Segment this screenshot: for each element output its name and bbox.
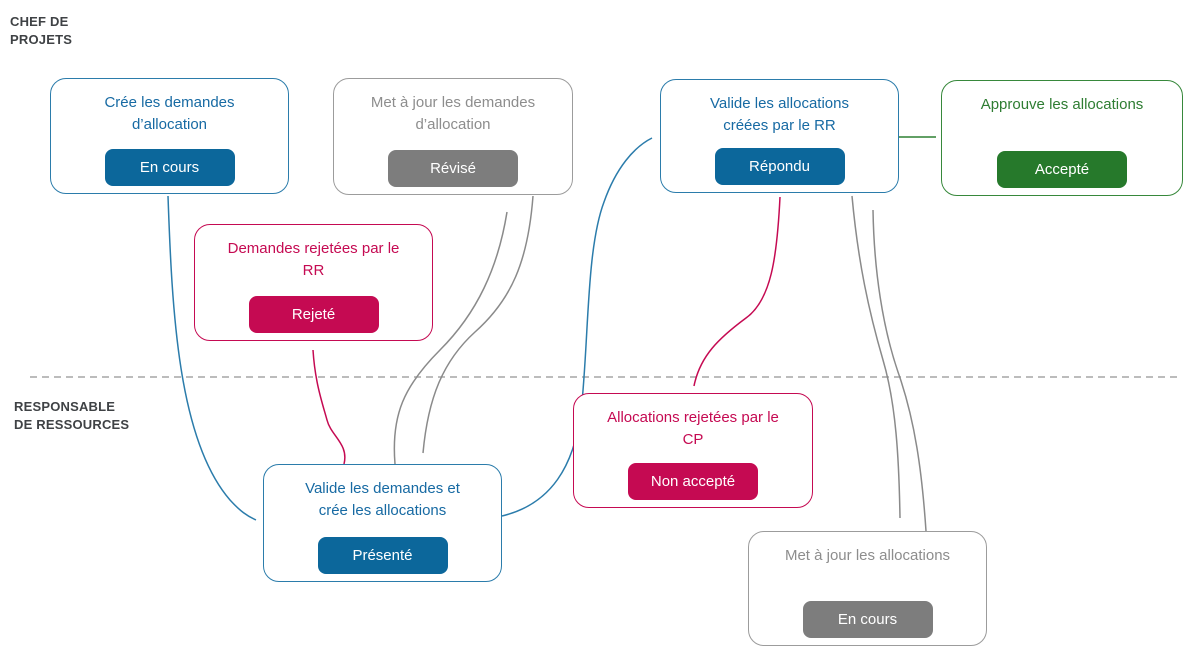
node-maj-allocations: Met à jour les allocations En cours (748, 531, 987, 646)
lane-label-chef-de-projets: CHEF DE PROJETS (10, 14, 73, 47)
node-demandes-rejetees: Demandes rejetées par le RR Rejeté (194, 224, 433, 341)
lane-label-responsable-de-ressources: RESPONSABLE DE RESSOURCES (14, 399, 130, 432)
connector-valide-allocations-to-maj-allocations (851, 195, 901, 519)
node-title: Valide les allocations créées par le RR (710, 95, 849, 134)
node-approuve-les-allocations: Approuve les allocations Accepté (941, 80, 1183, 196)
status-badge-accepte: Accepté (997, 151, 1127, 188)
status-badge-presente: Présenté (317, 537, 448, 574)
node-title: Crée les demandes d’allocation (104, 94, 235, 133)
status-badge-en-cours: En cours (104, 149, 235, 186)
node-title: Approuve les allocations (980, 96, 1144, 113)
node-maj-demandes: Met à jour les demandes d’allocation Rév… (333, 78, 573, 195)
connector-maj-allocations-to-valide-allocations (872, 209, 927, 532)
node-valide-les-allocations: Valide les allocations créées par le RR … (660, 79, 899, 193)
node-allocations-rejetees: Allocations rejetées par le CP Non accep… (573, 393, 813, 508)
node-title: Met à jour les demandes d’allocation (370, 94, 536, 133)
connector-valide-demandes-to-demandes-rejetees (312, 349, 346, 465)
node-title: Valide les demandes et crée les allocati… (305, 480, 460, 519)
connector-valide-allocations-to-allocations-rejetees (693, 196, 781, 387)
status-badge-en-cours-2: En cours (802, 601, 933, 638)
status-badge-rejete: Rejeté (248, 296, 379, 333)
status-badge-revise: Révisé (388, 150, 518, 187)
node-title: Demandes rejetées par le RR (227, 240, 400, 279)
connector-maj-demandes-to-valide-demandes (422, 195, 534, 454)
node-title: Met à jour les allocations (784, 547, 951, 564)
node-valide-les-demandes: Valide les demandes et crée les allocati… (263, 464, 502, 582)
status-badge-non-accepte: Non accepté (628, 463, 758, 500)
status-badge-repondu: Répondu (714, 148, 845, 185)
node-title: Allocations rejetées par le CP (607, 409, 779, 448)
node-cree-les-demandes: Crée les demandes d’allocation En cours (50, 78, 289, 194)
